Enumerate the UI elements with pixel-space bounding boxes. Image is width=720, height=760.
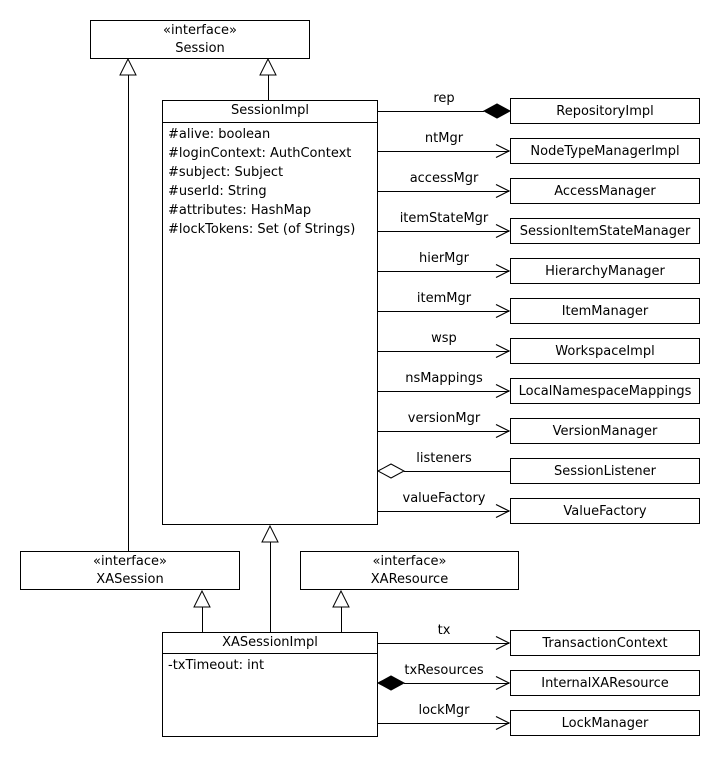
- class-version-manager: VersionManager: [510, 418, 700, 444]
- class-name: TransactionContext: [542, 635, 668, 651]
- generalization-xasession-extends-session: [119, 57, 137, 551]
- class-transaction-context: TransactionContext: [510, 630, 700, 656]
- class-attribute: #attributes: HashMap: [168, 203, 312, 218]
- class-xa-session-impl: XASessionImpl -txTimeout: int: [162, 632, 378, 737]
- class-node-type-manager-impl: NodeTypeManagerImpl: [510, 138, 700, 164]
- association-label-listeners: listeners: [416, 451, 472, 466]
- association-label-rep: rep: [433, 91, 455, 106]
- class-stereotype: «interface»: [372, 553, 447, 569]
- association-label-wsp: wsp: [431, 331, 457, 346]
- class-name: WorkspaceImpl: [555, 343, 655, 359]
- class-name: XAResource: [370, 571, 449, 587]
- class-xa-session: «interface» XASession: [20, 551, 240, 590]
- association-label-nsMappings: nsMappings: [405, 371, 483, 386]
- association-label-itemStateMgr: itemStateMgr: [399, 211, 489, 226]
- class-name: ValueFactory: [563, 503, 647, 519]
- class-session-item-state-manager: SessionItemStateManager: [510, 218, 700, 244]
- class-hierarchy-manager: HierarchyManager: [510, 258, 700, 284]
- generalization-triangle-icon: [119, 57, 137, 76]
- association-label-valueFactory: valueFactory: [402, 491, 486, 506]
- generalization-triangle-icon: [332, 589, 350, 608]
- class-name: HierarchyManager: [545, 263, 665, 279]
- generalization-triangle-icon: [193, 589, 211, 608]
- class-name: SessionImpl: [163, 101, 377, 123]
- class-name: AccessManager: [554, 183, 656, 199]
- association-label-tx: tx: [437, 623, 451, 638]
- association-label-itemMgr: itemMgr: [416, 291, 472, 306]
- generalization-sessionimpl-implements-session: [259, 57, 277, 100]
- class-session: «interface» Session: [90, 20, 310, 59]
- association-label-ntMgr: ntMgr: [424, 131, 464, 146]
- generalization-xasessionimpl-implements-xasession: [193, 589, 211, 632]
- class-session-impl: SessionImpl #alive: boolean #loginContext:…: [162, 100, 378, 525]
- class-internal-xa-resource: InternalXAResource: [510, 670, 700, 696]
- class-name: RepositoryImpl: [556, 103, 654, 119]
- class-session-listener: SessionListener: [510, 458, 700, 484]
- class-attribute: #loginContext: AuthContext: [168, 146, 352, 161]
- class-local-namespace-mappings: LocalNamespaceMappings: [510, 378, 700, 404]
- class-repository-impl: RepositoryImpl: [510, 98, 700, 124]
- generalization-triangle-icon: [261, 524, 279, 543]
- class-access-manager: AccessManager: [510, 178, 700, 204]
- association-label-txResources: txResources: [404, 663, 484, 678]
- class-attribute: #subject: Subject: [168, 165, 284, 180]
- class-attribute: #lockTokens: Set (of Strings): [168, 222, 356, 237]
- association-label-lockMgr: lockMgr: [418, 703, 470, 718]
- class-name: SessionItemStateManager: [519, 223, 691, 239]
- class-xa-resource: «interface» XAResource: [300, 551, 519, 590]
- generalization-xasessionimpl-extends-sessionimpl: [261, 524, 279, 632]
- generalization-triangle-icon: [259, 57, 277, 76]
- class-attribute: #alive: boolean: [168, 127, 271, 142]
- class-item-manager: ItemManager: [510, 298, 700, 324]
- class-name: SessionListener: [554, 463, 656, 479]
- class-name: LockManager: [561, 715, 649, 731]
- class-name: XASessionImpl: [163, 633, 377, 654]
- class-name: ItemManager: [561, 303, 649, 319]
- generalization-xasessionimpl-implements-xaresource: [332, 589, 350, 632]
- class-name: NodeTypeManagerImpl: [530, 143, 680, 159]
- class-attribute: #userId: String: [168, 184, 267, 199]
- association-label-hierMgr: hierMgr: [418, 251, 469, 266]
- class-stereotype: «interface»: [163, 22, 237, 38]
- class-name: Session: [175, 40, 225, 56]
- class-name: VersionManager: [552, 423, 658, 439]
- class-name: InternalXAResource: [541, 675, 669, 691]
- association-label-versionMgr: versionMgr: [407, 411, 481, 426]
- class-name: LocalNamespaceMappings: [518, 383, 692, 399]
- class-attributes: -txTimeout: int: [163, 654, 377, 675]
- class-value-factory: ValueFactory: [510, 498, 700, 524]
- class-workspace-impl: WorkspaceImpl: [510, 338, 700, 364]
- class-lock-manager: LockManager: [510, 710, 700, 736]
- class-stereotype: «interface»: [93, 553, 167, 569]
- class-name: XASession: [96, 571, 164, 587]
- association-label-accessMgr: accessMgr: [409, 171, 479, 186]
- class-attributes: #alive: boolean #loginContext: AuthContex…: [163, 123, 377, 239]
- class-attribute: -txTimeout: int: [168, 658, 265, 673]
